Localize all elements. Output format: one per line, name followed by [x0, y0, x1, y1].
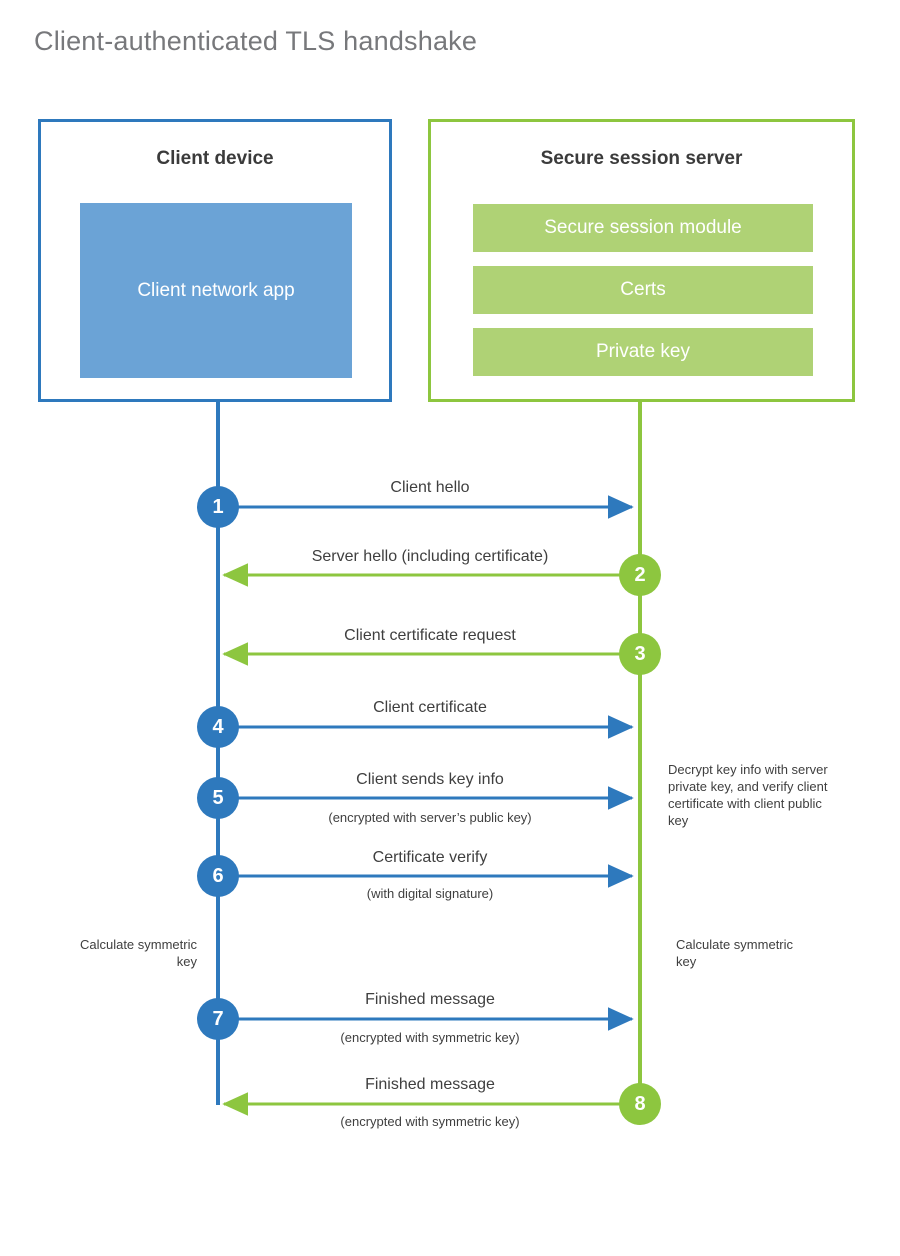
secure-session-module-label: Secure session module: [544, 217, 742, 238]
server-calculate-symmetric-key-note: Calculate symmetric key: [676, 937, 794, 969]
client-device-title: Client device: [156, 148, 274, 169]
step-circle-1[interactable]: 1: [197, 486, 239, 528]
message-sublabel-7: (encrypted with symmetric key): [340, 1030, 520, 1045]
secure-session-module-box: Secure session module: [473, 204, 813, 252]
message-label-4: Client certificate: [373, 699, 487, 716]
secure-session-server-box: Secure session server Secure session mod…: [428, 119, 855, 402]
server-decrypt-note: Decrypt key info with server private key…: [668, 762, 828, 828]
message-label-3: Client certificate request: [344, 627, 516, 644]
step-circle-7[interactable]: 7: [197, 998, 239, 1040]
message-label-6: Certificate verify: [372, 849, 488, 866]
certs-label: Certs: [620, 279, 666, 300]
message-sublabel-5: (encrypted with server’s public key): [328, 810, 532, 825]
step-number-3: 3: [634, 642, 646, 665]
server-lifeline: [638, 399, 642, 1105]
step-circle-8[interactable]: 8: [619, 1083, 661, 1125]
message-label-7: Finished message: [365, 991, 495, 1008]
message-label-5: Client sends key info: [356, 771, 504, 788]
secure-session-server-title: Secure session server: [540, 148, 743, 169]
client-network-app-box: Client network app: [80, 203, 352, 378]
message-label-1: Client hello: [390, 479, 470, 496]
step-circle-5[interactable]: 5: [197, 777, 239, 819]
step-circle-3[interactable]: 3: [619, 633, 661, 675]
client-device-box: Client device Client network app: [38, 119, 392, 402]
step-number-7: 7: [212, 1007, 224, 1030]
client-network-app-label: Client network app: [137, 279, 295, 301]
client-calculate-symmetric-key-note: Calculate symmetric key: [79, 937, 197, 969]
step-number-5: 5: [212, 786, 224, 809]
private-key-label: Private key: [596, 341, 690, 362]
step-circle-6[interactable]: 6: [197, 855, 239, 897]
message-label-2: Server hello (including certificate): [311, 548, 549, 565]
private-key-box: Private key: [473, 328, 813, 376]
step-number-6: 6: [212, 864, 224, 887]
page-title: Client-authenticated TLS handshake: [34, 26, 478, 56]
message-label-8: Finished message: [365, 1076, 495, 1093]
step-number-8: 8: [634, 1092, 646, 1115]
step-circle-2[interactable]: 2: [619, 554, 661, 596]
step-circle-4[interactable]: 4: [197, 706, 239, 748]
certs-box: Certs: [473, 266, 813, 314]
step-number-1: 1: [212, 495, 224, 518]
step-number-2: 2: [634, 563, 646, 586]
message-sublabel-6: (with digital signature): [366, 886, 494, 901]
step-number-4: 4: [212, 715, 224, 738]
message-sublabel-8: (encrypted with symmetric key): [340, 1114, 520, 1129]
client-lifeline: [216, 399, 220, 1105]
